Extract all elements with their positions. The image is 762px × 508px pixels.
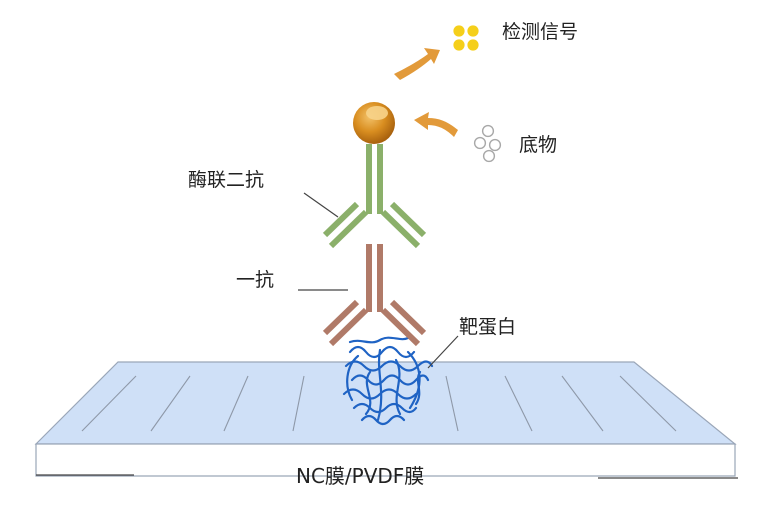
arrow-icon bbox=[394, 48, 440, 80]
enzyme-ball-icon bbox=[353, 102, 395, 144]
protein-structure-icon bbox=[342, 336, 434, 426]
membrane-label: NC膜/PVDF膜 bbox=[296, 464, 425, 488]
arrow-icon bbox=[414, 112, 458, 137]
secondary-antibody bbox=[322, 144, 427, 249]
membrane bbox=[34, 361, 738, 479]
primary-antibody bbox=[322, 244, 427, 347]
target-protein-leader bbox=[427, 335, 459, 369]
signal-label: 检测信号 bbox=[502, 21, 579, 43]
membrane-top-face bbox=[34, 361, 737, 445]
substrate-circles-icon bbox=[473, 124, 502, 163]
signal-dots-icon bbox=[453, 25, 479, 51]
membrane-front-face bbox=[35, 443, 736, 477]
primary-antibody-label: 一抗 bbox=[236, 269, 275, 291]
target-protein-label: 靶蛋白 bbox=[459, 316, 517, 338]
secondary-antibody-label: 酶联二抗 bbox=[188, 169, 265, 191]
substrate-label: 底物 bbox=[519, 134, 558, 156]
secondary-antibody-leader bbox=[303, 192, 339, 218]
membrane-lanes bbox=[81, 375, 677, 432]
